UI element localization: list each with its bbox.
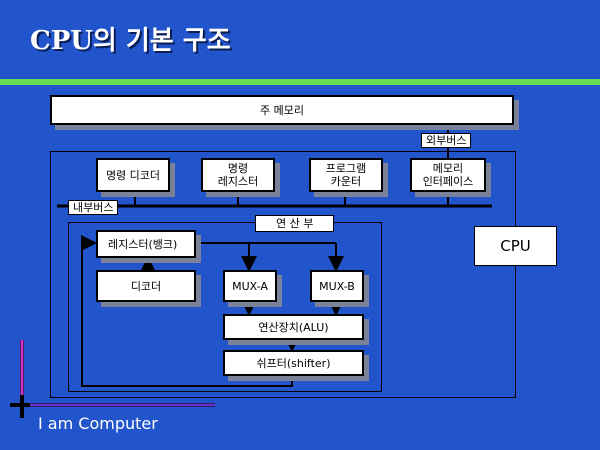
feedback-loop: [81, 235, 293, 387]
register-bank-block: 레지스터(뱅크): [96, 230, 196, 258]
shifter-block: 쉬프터(shifter): [223, 350, 364, 376]
instruction-register-label: 명령 레지스터: [217, 162, 259, 188]
internal-bus-label: 내부버스: [68, 200, 119, 215]
cpu-outline: [50, 151, 516, 398]
external-bus-label: 외부버스: [421, 133, 472, 148]
decoder-block: 디코더: [96, 270, 196, 302]
corner-decoration: [10, 340, 215, 418]
title-rule: [0, 79, 600, 85]
mux-b-block: MUX-B: [310, 270, 364, 302]
execution-unit-label: 연 산 부: [255, 215, 335, 232]
cpu-label-box: CPU: [474, 226, 557, 266]
slide-title: CPU의 기본 구조: [30, 26, 231, 56]
alu-block: 연산장치(ALU): [223, 314, 364, 340]
instruction-decoder-block: 명령 디코더: [96, 158, 170, 192]
program-counter-label: 프로그램 카운터: [325, 162, 367, 188]
execution-unit-outline: [68, 222, 382, 392]
program-counter-block: 프로그램 카운터: [309, 158, 383, 192]
footer-text: I am Computer: [38, 414, 158, 433]
instruction-register-block: 명령 레지스터: [201, 158, 275, 192]
memory-interface-block: 메모리 인터페이스: [410, 158, 486, 192]
main-memory-block: 주 메모리: [50, 95, 514, 125]
memory-interface-label: 메모리 인터페이스: [422, 162, 474, 188]
mux-a-block: MUX-A: [223, 270, 277, 302]
